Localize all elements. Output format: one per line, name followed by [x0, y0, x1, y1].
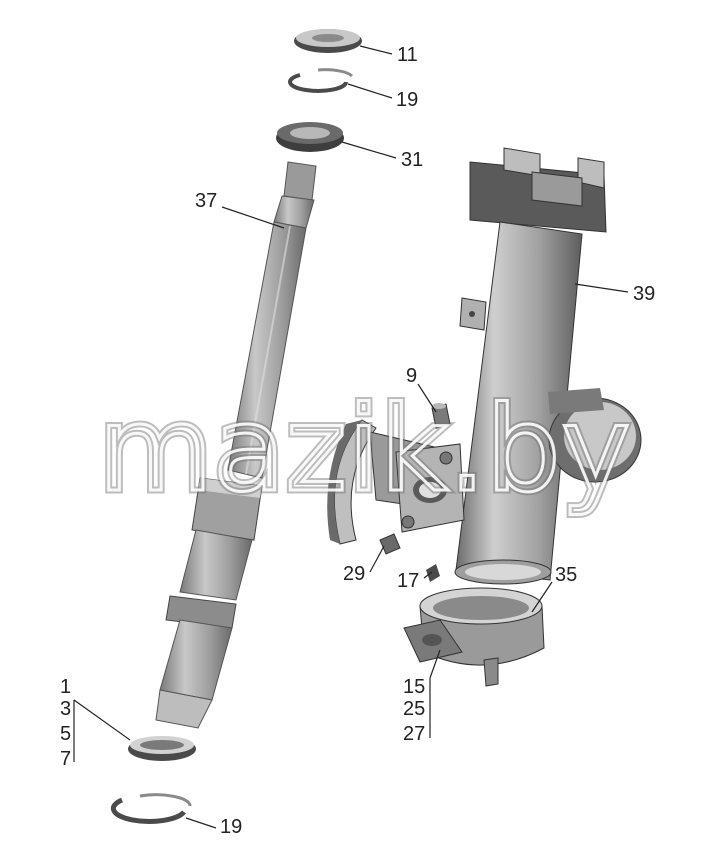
tilt-sector-bracket [327, 419, 465, 545]
part-19-top-snap-ring [288, 68, 354, 93]
callout-19-bottom: 19 [220, 816, 242, 838]
callout-5: 5 [60, 723, 71, 745]
part-29-pin [379, 533, 401, 555]
part-37-steering-shaft [155, 161, 317, 729]
callout-3: 3 [60, 698, 71, 720]
part-1-3-5-7-bearing-ring [128, 736, 196, 761]
callout-17: 17 [397, 570, 419, 592]
part-9-bolt [431, 403, 451, 429]
callout-9: 9 [406, 365, 417, 387]
callout-37: 37 [195, 190, 217, 212]
callout-31: 31 [401, 149, 423, 171]
watermark-text: mazik.by [98, 380, 631, 518]
part-19-bottom-snap-ring [110, 793, 192, 824]
watermark: mazik.by mazik.by [95, 377, 635, 522]
part-17-key [426, 564, 440, 582]
callout-27: 27 [403, 723, 425, 745]
part-39-column-housing [454, 147, 642, 585]
callout-19-top: 19 [396, 89, 418, 111]
part-35-clamp-collar [403, 587, 545, 687]
callout-1: 1 [60, 676, 71, 698]
callout-35: 35 [555, 564, 577, 586]
leader-lines [73, 45, 629, 829]
callout-7: 7 [60, 748, 71, 770]
callout-29: 29 [343, 563, 365, 585]
part-11-washer [294, 29, 362, 53]
watermark-shadow-text: mazik.by [98, 380, 631, 518]
callout-39: 39 [633, 283, 655, 305]
callout-labels: 11 19 31 37 39 9 29 17 35 1 3 5 7 15 25 … [60, 44, 655, 838]
callout-11: 11 [397, 44, 418, 66]
callout-15: 15 [403, 676, 425, 698]
callout-25: 25 [403, 698, 425, 720]
part-31-bearing [276, 122, 344, 152]
